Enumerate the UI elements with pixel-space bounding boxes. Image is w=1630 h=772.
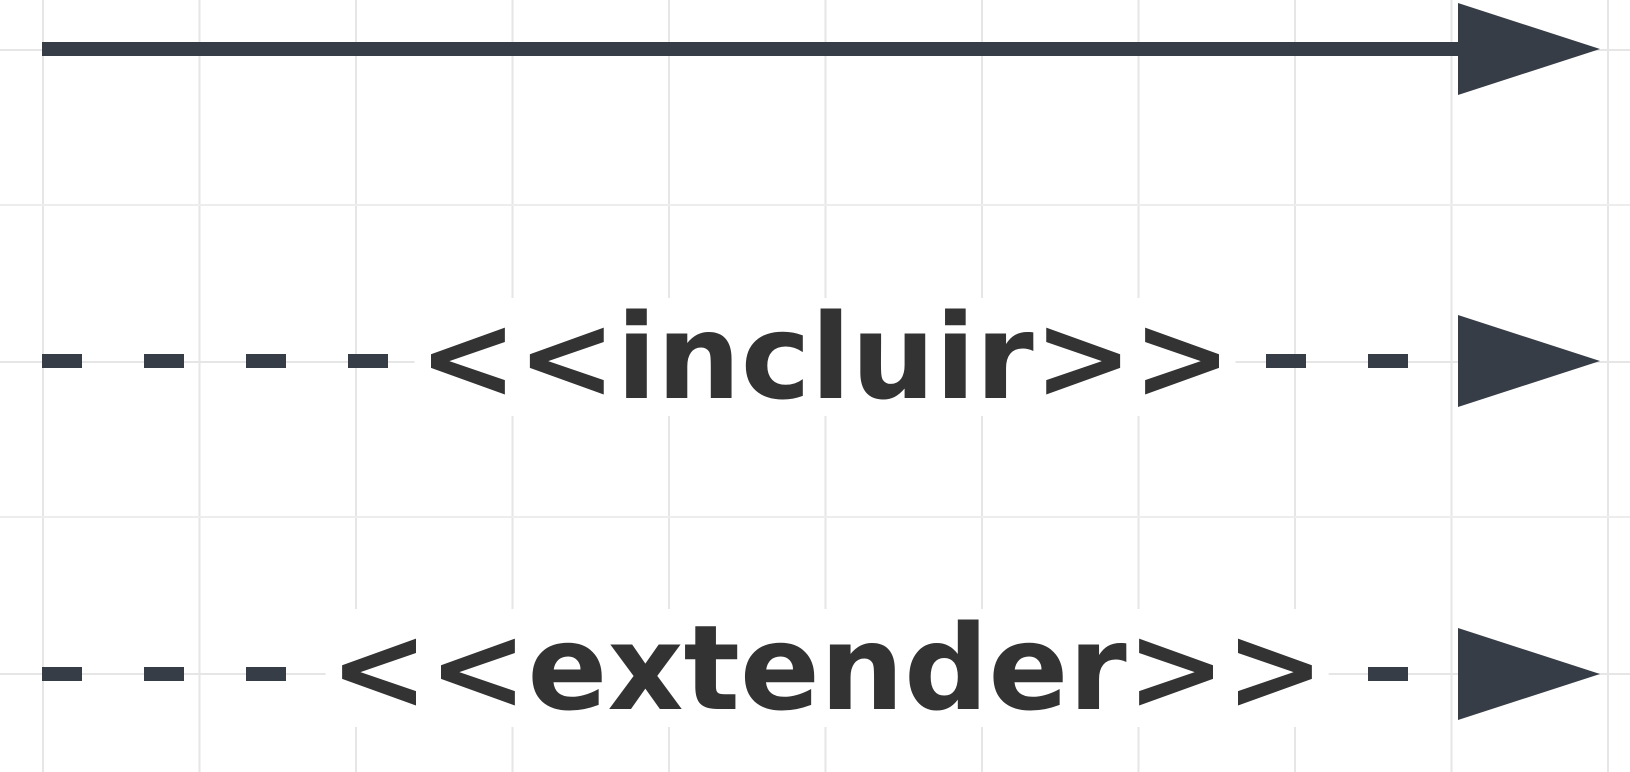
include-label[interactable]: <<incluir>> xyxy=(414,298,1236,416)
include-connector[interactable] xyxy=(42,315,1600,407)
extend-label[interactable]: <<extender>> xyxy=(325,609,1329,727)
association-connector[interactable] xyxy=(42,3,1600,95)
include-arrowhead xyxy=(1458,315,1600,407)
extend-connector[interactable] xyxy=(42,628,1600,720)
association-arrowhead xyxy=(1458,3,1600,95)
extend-arrowhead xyxy=(1458,628,1600,720)
